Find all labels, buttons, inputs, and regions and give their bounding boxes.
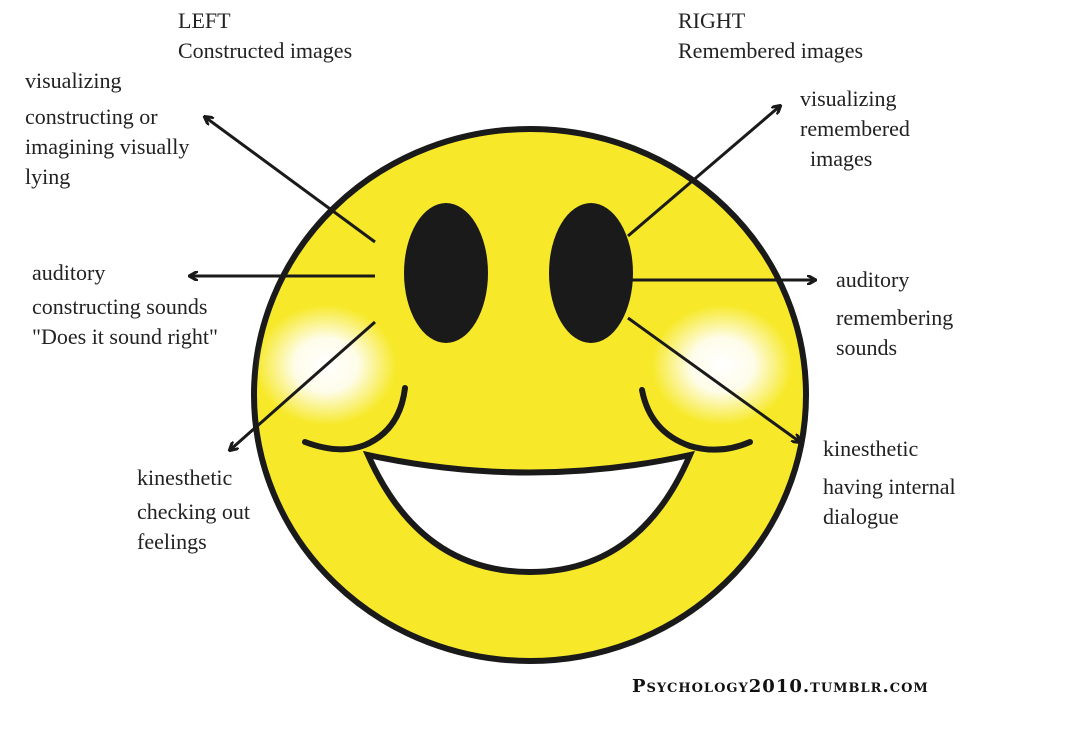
label-line: imagining visually xyxy=(25,134,190,159)
left-title: LEFT xyxy=(178,8,231,33)
arrow-right-up xyxy=(627,106,780,238)
label-line: kinesthetic xyxy=(137,465,233,490)
label-line: "Does it sound right" xyxy=(32,324,219,349)
label-line: remembered xyxy=(800,116,910,141)
smile-line-right xyxy=(639,387,753,453)
smile-line xyxy=(302,385,408,453)
label-right-up: visualizing remembered images xyxy=(800,84,910,174)
label-line: dialogue xyxy=(823,504,899,529)
label-right-side: auditory remembering sounds xyxy=(836,265,953,363)
label-line: auditory xyxy=(836,267,910,292)
label-line: images xyxy=(810,146,873,171)
label-left-side: auditory constructing sounds "Does it so… xyxy=(32,258,218,352)
face xyxy=(251,126,809,664)
right-cheek xyxy=(652,305,792,425)
left-eye xyxy=(404,203,488,343)
label-left-up: visualizing constructing or imagining vi… xyxy=(25,66,189,192)
watermark: Psychology2010.tumblr.com xyxy=(632,676,929,697)
label-line: checking out xyxy=(137,499,251,524)
right-title: RIGHT xyxy=(678,8,746,33)
label-line: constructing or xyxy=(25,104,158,129)
label-line: remembering xyxy=(836,305,954,330)
arrow-left-down xyxy=(230,320,376,450)
mouth xyxy=(362,450,696,576)
label-line: visualizing xyxy=(25,68,122,93)
arrow-right-down xyxy=(627,316,800,442)
right-header: RIGHT Remembered images xyxy=(678,6,863,66)
arrow-left-up xyxy=(205,117,376,244)
label-line: having internal xyxy=(823,474,956,499)
left-subtitle: Constructed images xyxy=(178,38,353,63)
label-line: lying xyxy=(25,164,71,189)
label-line: constructing sounds xyxy=(32,294,208,319)
label-right-down: kinesthetic having internal dialogue xyxy=(823,434,956,532)
label-line: sounds xyxy=(836,335,898,360)
right-subtitle: Remembered images xyxy=(678,38,864,63)
right-eye xyxy=(549,203,633,343)
label-line: feelings xyxy=(137,529,207,554)
label-left-down: kinesthetic checking out feelings xyxy=(137,463,250,557)
label-line: visualizing xyxy=(800,86,897,111)
label-line: auditory xyxy=(32,260,106,285)
label-line: kinesthetic xyxy=(823,436,919,461)
left-header: LEFT Constructed images xyxy=(178,6,352,66)
